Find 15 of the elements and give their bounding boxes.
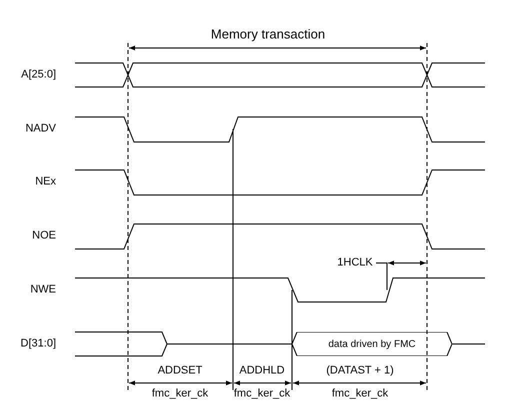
- dimension-label: Memory transaction: [210, 28, 326, 40]
- signal-label: fmc_ker_ck: [332, 388, 388, 400]
- signal-label: NWE: [30, 284, 56, 296]
- signal-label: NEx: [35, 176, 56, 188]
- bus-data-hexagon: [292, 332, 452, 356]
- signal-label: 1HCLK: [337, 258, 373, 268]
- signal-label: fmc_ker_ck: [152, 388, 208, 400]
- signal-label: fmc_ker_ck: [234, 388, 290, 400]
- signal-label: A[25:0]: [21, 70, 56, 80]
- signal-label: NADV: [25, 124, 56, 134]
- signal-label: ADDHLD: [239, 366, 285, 376]
- bus-data-text: data driven by FMC: [328, 338, 416, 352]
- signal-label: ADDSET: [158, 366, 202, 376]
- signal-label: D[31:0]: [20, 338, 56, 350]
- signal-label: NOE: [32, 230, 56, 242]
